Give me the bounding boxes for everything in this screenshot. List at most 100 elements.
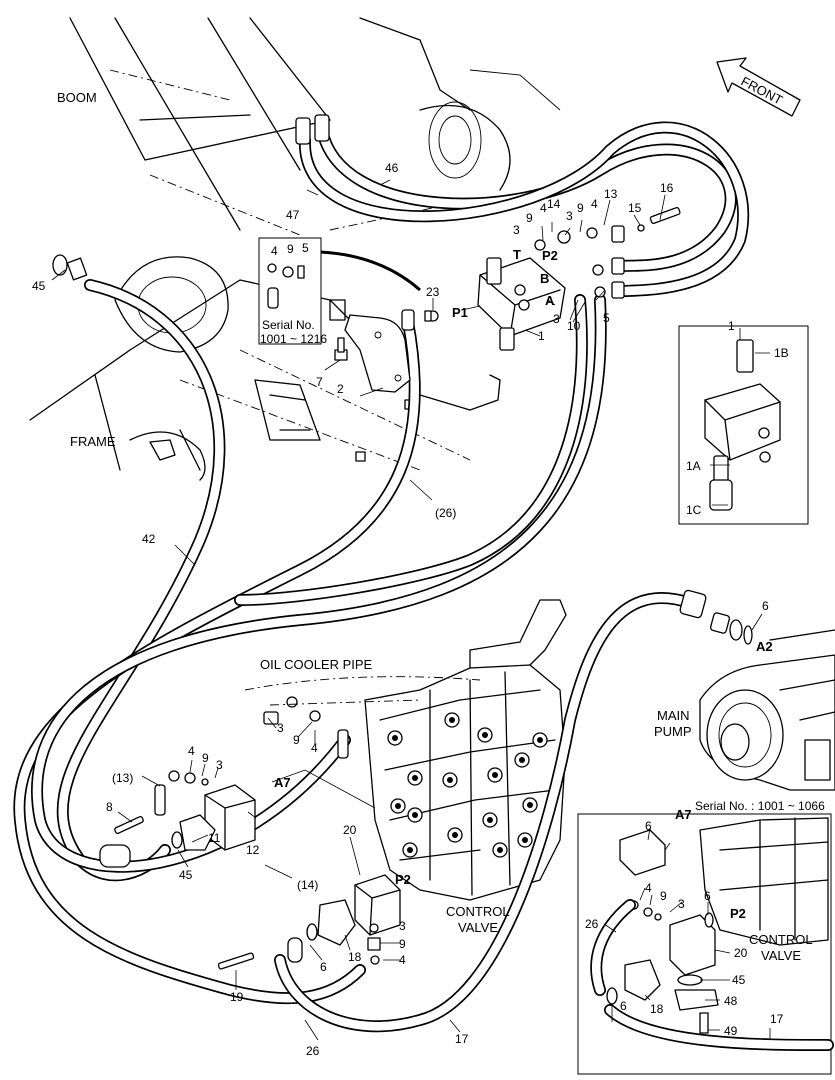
callout-47: 47 bbox=[286, 208, 300, 222]
callout-8: 8 bbox=[106, 800, 113, 814]
callout-12: 12 bbox=[246, 843, 260, 857]
port-labels: P1 P2 T A B A2 A7 P2 A7 P2 bbox=[274, 247, 773, 921]
port-a2: A2 bbox=[756, 639, 773, 654]
callout-1c: 1C bbox=[686, 503, 702, 517]
callout-7: 7 bbox=[316, 375, 323, 389]
valve-bolt-center bbox=[412, 775, 418, 781]
port-p1: P1 bbox=[452, 305, 468, 320]
callout-4-t2: 4 bbox=[591, 197, 598, 211]
callout-3-b: 3 bbox=[399, 919, 406, 933]
callout-1a: 1A bbox=[686, 459, 701, 473]
callout-5-r: 5 bbox=[603, 311, 610, 325]
callout-3-t2: 3 bbox=[566, 209, 573, 223]
check-valve-block-assembly bbox=[319, 206, 681, 393]
inset-callout-6-mid: 6 bbox=[704, 889, 711, 903]
callout-3-t1: 3 bbox=[513, 223, 520, 237]
callout-14-paren: (14) bbox=[297, 878, 318, 892]
valve-bolt-center bbox=[392, 735, 398, 741]
serial-left-2: 1001 ~ 1216 bbox=[260, 332, 327, 346]
valve-bolt-center bbox=[449, 717, 455, 723]
callout-9-t2: 9 bbox=[577, 201, 584, 215]
callout-6-b: 6 bbox=[320, 960, 327, 974]
callout-9-l: 9 bbox=[202, 751, 209, 765]
callout-13-paren: (13) bbox=[112, 771, 133, 785]
inset-callout-20: 20 bbox=[734, 946, 748, 960]
hose-fittings bbox=[52, 114, 753, 963]
callout-5-s: 5 bbox=[302, 241, 309, 255]
valve-bolt-center bbox=[482, 732, 488, 738]
callout-9-cv: 9 bbox=[293, 733, 300, 747]
callout-17: 17 bbox=[455, 1032, 469, 1046]
valve-bolt-center bbox=[487, 817, 493, 823]
inset-callout-49: 49 bbox=[724, 1024, 738, 1038]
serial-right: Serial No. : 1001 ~ 1066 bbox=[695, 799, 825, 813]
callout-26-paren: (26) bbox=[435, 506, 456, 520]
valve-bolt-center bbox=[522, 837, 528, 843]
label-inset-control-valve-1: CONTROL bbox=[749, 932, 813, 947]
inset-callout-26: 26 bbox=[585, 917, 599, 931]
callout-9-t1: 9 bbox=[526, 211, 533, 225]
valve-bolt-center bbox=[497, 847, 503, 853]
valve-bolt-center bbox=[527, 802, 533, 808]
oil-cooler-pipe bbox=[244, 676, 481, 706]
port-p2-inset: P2 bbox=[730, 906, 746, 921]
label-control-valve-2: VALVE bbox=[458, 920, 498, 935]
callout-2: 2 bbox=[337, 382, 344, 396]
label-main-pump-2: PUMP bbox=[654, 724, 692, 739]
callout-20: 20 bbox=[343, 823, 357, 837]
callout-13-top: 13 bbox=[604, 187, 618, 201]
boom-structure bbox=[69, 17, 561, 236]
callout-45-top: 45 bbox=[32, 279, 46, 293]
serial-inset-right bbox=[577, 813, 834, 1075]
callout-15: 15 bbox=[628, 201, 642, 215]
part-callouts: 46 47 45 16 15 13 9 4 3 14 3 9 4 5 3 10 … bbox=[32, 161, 789, 1058]
valve-bolt-center bbox=[407, 847, 413, 853]
callout-19: 19 bbox=[230, 990, 244, 1004]
label-oil-cooler-pipe: OIL COOLER PIPE bbox=[260, 657, 373, 672]
hose-group bbox=[13, 121, 750, 1033]
callout-4-t1: 4 bbox=[540, 201, 547, 215]
label-inset-control-valve-2: VALVE bbox=[761, 948, 801, 963]
callout-11: 11 bbox=[208, 831, 221, 845]
area-labels: BOOM FRAME OIL COOLER PIPE MAIN PUMP CON… bbox=[57, 73, 813, 963]
inset-callout-48: 48 bbox=[724, 994, 738, 1008]
serial-inset-left bbox=[258, 237, 322, 345]
callout-42: 42 bbox=[142, 532, 156, 546]
callout-1b: 1B bbox=[774, 346, 789, 360]
valve-bolt-center bbox=[395, 803, 401, 809]
valve-bolt-center bbox=[537, 737, 543, 743]
label-frame: FRAME bbox=[70, 434, 116, 449]
callout-23: 23 bbox=[426, 285, 440, 299]
callout-45-l: 45 bbox=[179, 868, 193, 882]
inset-callout-45: 45 bbox=[732, 973, 746, 987]
control-valve-body bbox=[364, 599, 567, 901]
callout-9-b: 9 bbox=[399, 937, 406, 951]
inset-callout-6-low: 6 bbox=[620, 999, 627, 1013]
callout-3-cv: 3 bbox=[277, 721, 284, 735]
label-control-valve-1: CONTROL bbox=[446, 904, 510, 919]
callout-4-s: 4 bbox=[271, 244, 278, 258]
callout-14: 14 bbox=[547, 197, 561, 211]
valve-bolt-center bbox=[519, 757, 525, 763]
serial-notes: Serial No. 1001 ~ 1216 Serial No. : 1001… bbox=[260, 318, 825, 813]
port-p2-top: P2 bbox=[542, 248, 558, 263]
inset-callout-3: 3 bbox=[678, 897, 685, 911]
callout-9-s: 9 bbox=[287, 242, 294, 256]
valve-bolt-center bbox=[492, 772, 498, 778]
port-a7-inset: A7 bbox=[675, 807, 692, 822]
callout-4-b: 4 bbox=[399, 953, 406, 967]
port-p2-cv: P2 bbox=[395, 872, 411, 887]
inset-callout-4: 4 bbox=[645, 881, 652, 895]
front-arrow bbox=[716, 57, 801, 117]
inset-callout-6-top: 6 bbox=[645, 819, 652, 833]
serial-left-1: Serial No. bbox=[262, 318, 315, 332]
inset-callout-18: 18 bbox=[650, 1002, 664, 1016]
inset-callout-17: 17 bbox=[770, 1012, 784, 1026]
callout-3-m: 3 bbox=[553, 312, 560, 326]
port-a: A bbox=[545, 293, 555, 308]
callout-1-main: 1 bbox=[538, 329, 545, 343]
callout-4-l: 4 bbox=[188, 744, 195, 758]
valve-bolt-center bbox=[447, 777, 453, 783]
callout-26-b: 26 bbox=[306, 1044, 320, 1058]
